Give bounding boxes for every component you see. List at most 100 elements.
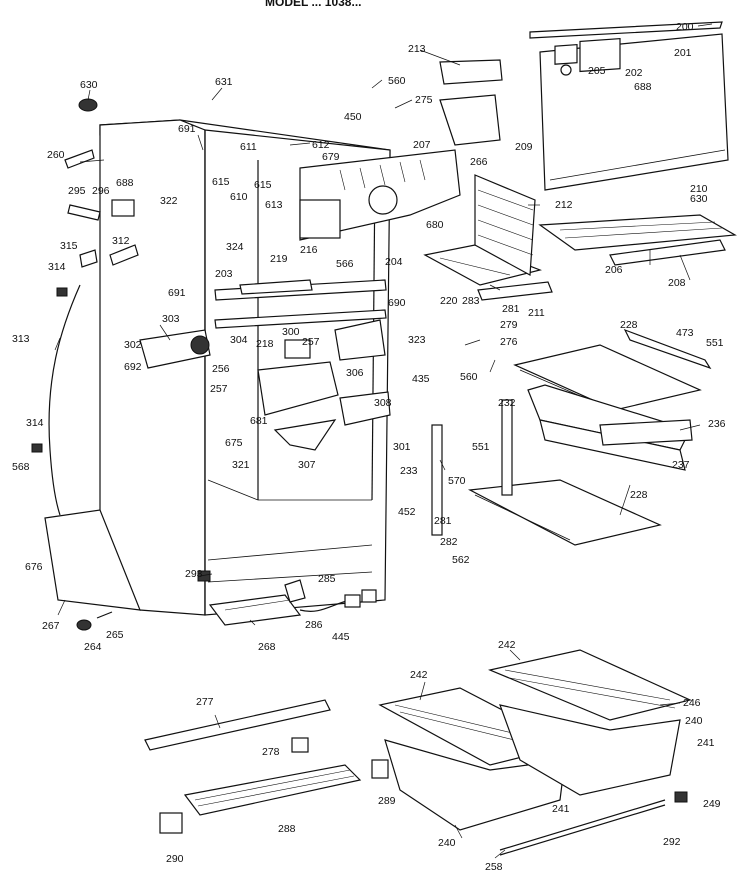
label-681: 681 (250, 415, 268, 427)
label-680: 680 (426, 219, 444, 231)
label-265: 265 (106, 629, 124, 641)
label-210: 210 (690, 183, 708, 195)
label-435: 435 (412, 373, 430, 385)
label-218: 218 (256, 338, 274, 350)
label-258: 258 (485, 861, 503, 873)
label-281: 281 (502, 303, 520, 315)
label-562: 562 (452, 554, 470, 566)
glass-shelf-lower (467, 479, 662, 546)
label-203: 203 (215, 268, 233, 280)
label-630: 630 (690, 193, 708, 205)
label-450: 450 (344, 111, 362, 123)
label-288: 288 (278, 823, 296, 835)
label-275: 275 (415, 94, 433, 106)
freezer-door-panel (529, 21, 729, 191)
evaporator-cover (299, 149, 461, 241)
label-445: 445 (332, 631, 350, 643)
label-278: 278 (262, 746, 280, 758)
base-grille (144, 699, 389, 834)
label-314: 314 (26, 417, 44, 429)
label-249: 249 (703, 798, 721, 810)
label-315: 315 (60, 240, 78, 252)
label-289: 289 (378, 795, 396, 807)
label-301: 301 (393, 441, 411, 453)
label-313: 313 (12, 333, 30, 345)
label-676: 676 (25, 561, 43, 573)
label-452: 452 (398, 506, 416, 518)
label-228: 228 (620, 319, 638, 331)
small-parts-left (31, 98, 139, 453)
label-242: 242 (410, 669, 428, 681)
label-205: 205 (588, 65, 606, 77)
label-282: 282 (440, 536, 458, 548)
label-260: 260 (47, 149, 65, 161)
label-283: 283 (462, 295, 480, 307)
label-296: 296 (92, 185, 110, 197)
label-216: 216 (300, 244, 318, 256)
label-212: 212 (555, 199, 573, 211)
label-615: 615 (254, 179, 272, 191)
label-201: 201 (674, 47, 692, 59)
label-314: 314 (48, 261, 66, 273)
label-306: 306 (346, 367, 364, 379)
label-206: 206 (605, 264, 623, 276)
label-679: 679 (322, 151, 340, 163)
label-307: 307 (298, 459, 316, 471)
rails (214, 279, 387, 329)
label-690: 690 (388, 297, 406, 309)
label-568: 568 (12, 461, 30, 473)
label-279: 279 (500, 319, 518, 331)
label-240: 240 (438, 837, 456, 849)
label-322: 322 (160, 195, 178, 207)
label-256: 256 (212, 363, 230, 375)
label-236: 236 (708, 418, 726, 430)
label-242: 242 (498, 639, 516, 651)
label-692: 692 (124, 361, 142, 373)
label-219: 219 (270, 253, 288, 265)
label-207: 207 (413, 139, 431, 151)
label-200: 200 (676, 21, 694, 33)
label-202: 202 (625, 67, 643, 79)
label-691: 691 (168, 287, 186, 299)
label-211: 211 (528, 307, 545, 319)
label-281: 281 (434, 515, 452, 527)
label-308: 308 (374, 397, 392, 409)
label-688: 688 (116, 177, 134, 189)
label-290: 290 (166, 853, 184, 865)
label-324: 324 (226, 241, 244, 253)
label-312: 312 (112, 235, 130, 247)
label-228: 228 (630, 489, 648, 501)
label-277: 277 (196, 696, 214, 708)
glass-shelf-upper (513, 328, 712, 411)
door-shelf (538, 214, 737, 266)
label-295: 295 (68, 185, 86, 197)
label-302: 302 (124, 339, 142, 351)
label-220: 220 (440, 295, 458, 307)
label-615: 615 (212, 176, 230, 188)
label-246: 246 (683, 697, 701, 709)
freezer-shelf-wire (423, 174, 542, 286)
label-266: 266 (470, 156, 488, 168)
label-630: 630 (80, 79, 98, 91)
label-560: 560 (460, 371, 478, 383)
label-613: 613 (265, 199, 283, 211)
label-292: 292 (663, 836, 681, 848)
label-473: 473 (676, 327, 694, 339)
shelf-bar (477, 281, 553, 301)
label-300: 300 (282, 326, 300, 338)
control-housing (257, 361, 391, 451)
crisper-drawers (378, 649, 692, 856)
label-293: 293 (185, 568, 203, 580)
label-237: 237 (672, 459, 690, 471)
label-688: 688 (634, 81, 652, 93)
meat-pan (527, 384, 693, 471)
label-209: 209 (515, 141, 533, 153)
label-241: 241 (697, 737, 715, 749)
leader-lines (54, 23, 713, 859)
label-286: 286 (305, 619, 323, 631)
label-611: 611 (240, 141, 257, 153)
drain-tube (48, 284, 81, 516)
label-285: 285 (318, 573, 336, 585)
label-560: 560 (388, 75, 406, 87)
label-566: 566 (336, 258, 354, 270)
